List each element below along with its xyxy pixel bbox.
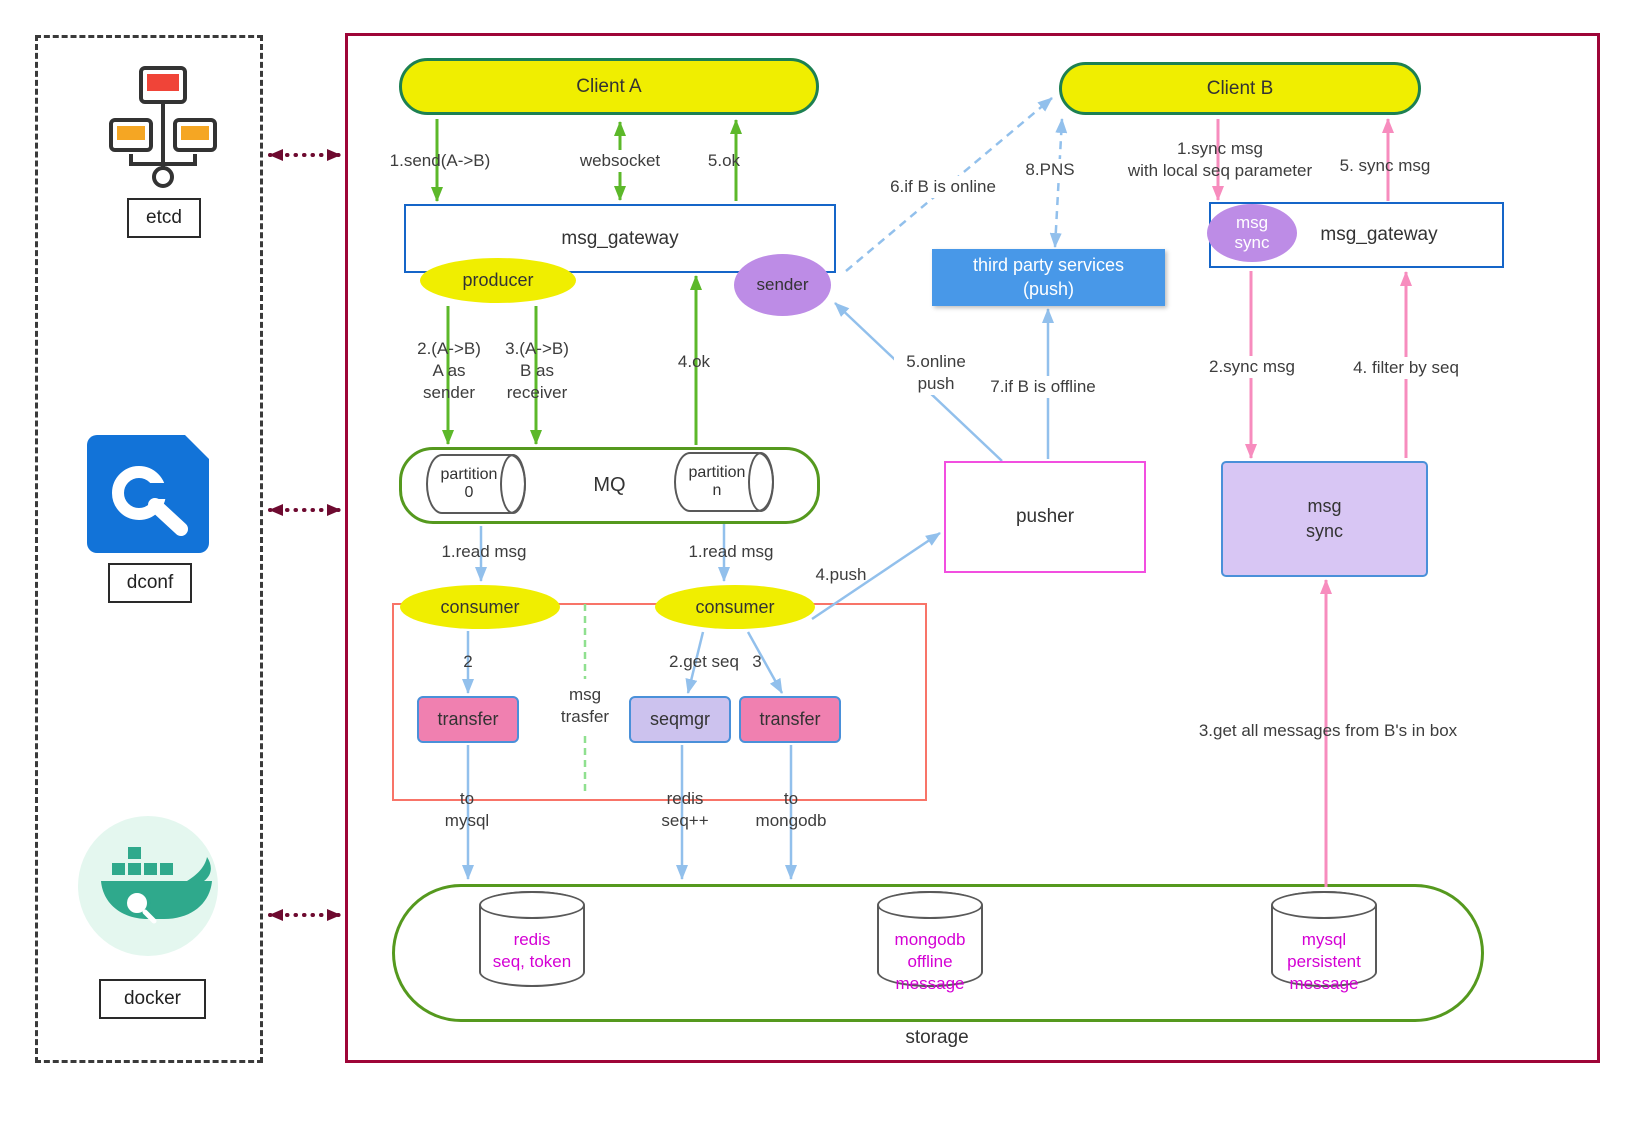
label-sync-msg-1: 1.sync msg with local seq parameter (1127, 139, 1313, 181)
transfer-right-box: transfer (739, 696, 841, 743)
mongodb-label: mongodb offline message (894, 930, 966, 994)
label-redis-seq: redis seq++ (661, 789, 709, 831)
label-send-1: 1.send(A->B) (389, 151, 491, 170)
msg-sync-ellipse: msg sync (1207, 204, 1297, 262)
sender-ellipse: sender (734, 254, 831, 316)
arrow-step-3 (746, 631, 784, 694)
redis-label: redis seq, token (492, 930, 572, 972)
etcd-icon (109, 66, 217, 188)
mq-container: MQ partition 0 partition n (399, 447, 820, 524)
producer-ellipse: producer (420, 258, 576, 303)
docker-icon (78, 816, 218, 956)
label-ok-4: 4.ok (677, 352, 711, 371)
label-if-b-offline: 7.if B is offline (974, 376, 1112, 399)
arrow-pns (1049, 118, 1068, 248)
label-read-msg-left: 1.read msg (441, 542, 527, 561)
label-read-msg-right: 1.read msg (688, 542, 774, 561)
mq-title: MQ (593, 474, 626, 496)
label-step-3: 3 (752, 652, 762, 671)
storage-label: storage (905, 1027, 969, 1048)
label-step-2: 2 (463, 652, 473, 671)
label-to-mysql: to mysql (444, 789, 490, 831)
partition-0-cylinder: partition 0 (426, 454, 526, 514)
label-websocket: websocket (566, 150, 674, 173)
msg-sync-box: msg sync (1221, 461, 1428, 577)
arrow-push-4 (811, 531, 941, 621)
redis-cylinder: redis seq, token (479, 891, 585, 987)
label-get-seq: 2.get seq (669, 652, 739, 671)
label-sync-msg-2: 2.sync msg (1196, 356, 1308, 379)
label-to-mongodb: to mongodb (755, 789, 827, 831)
mysql-cylinder: mysql persistent message (1271, 891, 1377, 993)
label-sync-msg-5: 5. sync msg (1339, 156, 1431, 175)
consumer-left-ellipse: consumer (400, 585, 560, 629)
mongodb-cylinder: mongodb offline message (877, 891, 983, 993)
label-a-as-sender: 2.(A->B) A as sender (417, 339, 481, 403)
dconf-label: dconf (108, 563, 192, 603)
partition-n-label: partition n (688, 463, 746, 499)
seqmgr-box: seqmgr (629, 696, 731, 743)
arrow-get-seq (685, 631, 705, 694)
client-b: Client B (1059, 62, 1421, 115)
transfer-left-box: transfer (417, 696, 519, 743)
label-filter-by-seq: 4. filter by seq (1334, 357, 1478, 380)
docker-label: docker (99, 979, 206, 1019)
pusher-box: pusher (944, 461, 1146, 573)
third-party-services: third party services (push) (932, 249, 1165, 306)
label-ok-5: 5.ok (707, 151, 741, 170)
main-system-boundary (345, 33, 1600, 1063)
label-online-push: 5.online push (894, 351, 978, 396)
msg-transfer-divider-label: msg trasfer (541, 679, 629, 733)
arrow-if-b-online (845, 97, 1053, 272)
label-b-as-receiver: 3.(A->B) B as receiver (505, 339, 569, 403)
client-a: Client A (399, 58, 819, 115)
label-get-all-messages: 3.get all messages from B's in box (1198, 721, 1458, 740)
partition-0-label: partition 0 (440, 465, 498, 501)
consumer-right-ellipse: consumer (655, 585, 815, 629)
label-if-b-online: 6.if B is online (872, 176, 1014, 199)
etcd-label: etcd (127, 198, 201, 238)
dconf-icon (87, 435, 209, 553)
partition-n-cylinder: partition n (674, 452, 774, 512)
label-pns: 8.PNS (1018, 159, 1082, 182)
external-tools-panel (35, 35, 263, 1063)
mysql-label: mysql persistent message (1287, 930, 1361, 994)
label-push-4: 4.push (815, 565, 867, 584)
